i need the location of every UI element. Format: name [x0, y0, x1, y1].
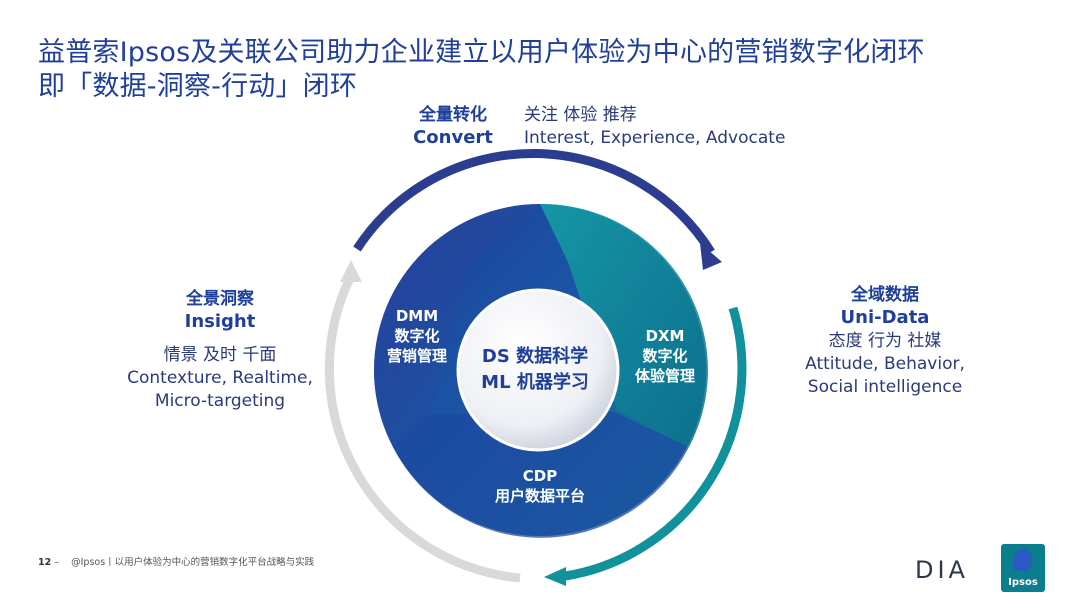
footer-text: @Ipsos丨以用户体验为中心的营销数字化平台战略与实践: [71, 557, 315, 568]
slide-title-line2: 即「数据-洞察-行动」闭环: [38, 71, 358, 102]
convert-label: 全量转化 Convert: [388, 104, 518, 150]
dmm-zh2: 营销管理: [386, 347, 447, 365]
unidata-desc-en2: Social intelligence: [807, 377, 963, 397]
unidata-arrowhead: [544, 567, 566, 586]
unidata-arc: [564, 306, 747, 581]
insight-title-en: Insight: [184, 311, 256, 332]
insight-title-zh: 全景洞察: [186, 289, 254, 309]
insight-arc: [324, 274, 521, 583]
convert-title-en: Convert: [413, 127, 493, 148]
slide-footer: 12 – @Ipsos丨以用户体验为中心的营销数字化平台战略与实践: [38, 554, 314, 568]
ipsos-logo-text: Ipsos: [1008, 577, 1038, 588]
convert-arc: [353, 149, 715, 255]
center-line1: DS 数据科学: [481, 346, 589, 367]
footer-dash: –: [54, 557, 60, 568]
slide-title-line1: 益普索Ipsos及关联公司助力企业建立以用户体验为中心的营销数字化闭环: [38, 37, 925, 68]
dmm-en: DMM: [395, 307, 439, 325]
insight-label: 全景洞察 Insight 情景 及时 千面 Contexture, Realti…: [100, 288, 340, 413]
center-circle: [456, 288, 620, 452]
convert-desc-en: Interest, Experience, Advocate: [524, 128, 786, 148]
insight-desc-zh: 情景 及时 千面: [163, 345, 277, 365]
dxm-zh1: 数字化: [642, 347, 688, 365]
unidata-label: 全域数据 Uni-Data 态度 行为 社媒 Attitude, Behavio…: [785, 284, 985, 399]
dxm-label: DXM 数字化 体验管理: [620, 326, 710, 386]
dmm-zh1: 数字化: [394, 327, 440, 345]
cdp-zh: 用户数据平台: [494, 487, 585, 505]
unidata-title-en: Uni-Data: [840, 307, 930, 328]
ring-segment-dxm: [540, 203, 708, 447]
center-label: DS 数据科学 ML 机器学习: [455, 344, 615, 396]
slide-title: 益普索Ipsos及关联公司助力企业建立以用户体验为中心的营销数字化闭环 即「数据…: [38, 36, 1038, 104]
convert-desc-zh: 关注 体验 推荐: [524, 105, 637, 125]
dxm-zh2: 体验管理: [634, 367, 695, 385]
ipsos-logo: Ipsos: [1001, 544, 1045, 592]
ipsos-logo-mark-icon: [1014, 549, 1032, 571]
unidata-desc-zh: 态度 行为 社媒: [828, 331, 942, 351]
center-line2: ML 机器学习: [481, 372, 589, 393]
insight-desc-en1: Contexture, Realtime,: [127, 368, 313, 388]
ring-segment-dmm: [374, 204, 540, 447]
cdp-en: CDP: [522, 467, 558, 485]
dia-logo: DIA: [915, 556, 969, 584]
page-number: 12: [38, 557, 52, 568]
dmm-label: DMM 数字化 营销管理: [372, 306, 462, 366]
unidata-desc-en1: Attitude, Behavior,: [805, 354, 965, 374]
insight-arrowhead: [340, 260, 362, 282]
dxm-en: DXM: [645, 327, 685, 345]
convert-title-zh: 全量转化: [419, 105, 487, 125]
insight-desc-en2: Micro-targeting: [154, 391, 286, 411]
convert-arrowhead: [700, 243, 722, 270]
ring-segment-cdp: [393, 412, 689, 538]
convert-description: 关注 体验 推荐 Interest, Experience, Advocate: [524, 104, 785, 150]
cdp-label: CDP 用户数据平台: [480, 466, 600, 506]
unidata-title-zh: 全域数据: [851, 285, 919, 305]
